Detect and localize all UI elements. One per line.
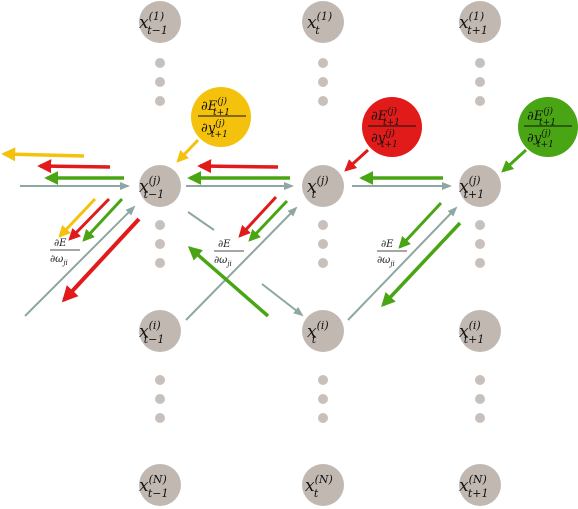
green-diag-arrow-1	[82, 197, 124, 242]
node-xj-tm1: x(j)t−1	[139, 165, 181, 207]
red-diag-arrow-2	[238, 195, 278, 238]
error-gradient-green: ∂E(j)t+1 ∂y(j)t+1	[518, 97, 578, 157]
forward-connections	[20, 182, 458, 321]
yellow-left-arrow-1	[1, 147, 85, 162]
node-xN-t: x(N)t	[302, 464, 344, 506]
node-xi-tm1: x(i)t−1	[139, 310, 181, 352]
svg-text:x(1)t−1: x(1)t−1	[139, 10, 168, 37]
red-diag-arrow-1	[68, 197, 111, 241]
xj-tm1-to-xi-t-arrow-2	[261, 283, 304, 317]
green-gradient-arrow	[501, 148, 528, 173]
node-xN-tm1: x(N)t−1	[139, 464, 181, 506]
green-diag-arrow-3	[398, 201, 443, 249]
yellow-diag-arrow	[58, 197, 97, 238]
svg-text:x(N)t: x(N)t	[305, 473, 333, 500]
svg-text:∂ωji: ∂ωji	[50, 254, 68, 267]
yellow-gradient-arrow	[176, 138, 200, 163]
red-diag-arrow-long	[61, 217, 141, 303]
svg-text:x(i)t: x(i)t	[307, 319, 329, 346]
error-gradient-yellow: ∂E(j)t+1 ∂y(j)t+1	[191, 87, 251, 147]
xi-t-to-xj-tp1-arrow	[347, 206, 458, 321]
red-left-arrow-2	[197, 159, 279, 174]
weight-gradient-label-2: ∂E ∂ωji	[214, 239, 244, 268]
svg-text:∂E(j)t+1: ∂E(j)t+1	[371, 106, 400, 128]
backprop-arrows	[1, 138, 528, 318]
weight-gradient-label-3: ∂E ∂ωji	[377, 239, 407, 268]
node-x1-tm1: x(1)t−1	[139, 1, 181, 43]
svg-text:x(1)t+1: x(1)t+1	[459, 10, 488, 37]
green-diag-arrow-cross	[187, 246, 270, 318]
svg-text:x(N)t+1: x(N)t+1	[459, 473, 488, 500]
svg-text:x(N)t−1: x(N)t−1	[139, 473, 168, 500]
svg-text:x(1)t: x(1)t	[307, 10, 332, 37]
svg-text:∂E: ∂E	[381, 239, 394, 250]
node-xi-t: x(i)t	[302, 310, 344, 352]
svg-text:x(i)t+1: x(i)t+1	[459, 319, 484, 346]
weight-gradient-label-1: ∂E ∂ωji	[50, 238, 80, 267]
xi-tm1-to-xj-t-arrow	[185, 206, 298, 321]
svg-text:x(j)t−1: x(j)t−1	[139, 174, 164, 201]
error-gradient-red: ∂E(j)t+1 ∂y(j)t+1	[362, 97, 422, 157]
node-xj-t: x(j)t	[302, 165, 344, 207]
svg-text:∂E(j)t+1: ∂E(j)t+1	[201, 96, 230, 118]
svg-text:x(i)t−1: x(i)t−1	[139, 319, 164, 346]
xj-tm1-to-xi-t-arrow	[187, 211, 215, 231]
svg-text:∂E: ∂E	[218, 239, 231, 250]
green-diag-arrow-long	[381, 221, 462, 308]
node-xi-tp1: x(i)t+1	[459, 310, 501, 352]
node-x1-tp1: x(1)t+1	[459, 1, 501, 43]
svg-text:∂y(j)t+1: ∂y(j)t+1	[371, 128, 398, 150]
svg-text:∂E: ∂E	[54, 238, 67, 249]
svg-text:x(j)t: x(j)t	[307, 174, 329, 201]
node-xN-tp1: x(N)t+1	[459, 464, 501, 506]
svg-text:∂y(j)t+1: ∂y(j)t+1	[527, 128, 554, 150]
svg-text:∂y(j)t+1: ∂y(j)t+1	[201, 118, 228, 140]
svg-text:x(j)t+1: x(j)t+1	[459, 174, 484, 201]
red-gradient-arrow	[344, 148, 370, 172]
node-x1-t: x(1)t	[302, 1, 344, 43]
nodes: x(1)t−1 x(1)t x(1)t+1 x(j)t−1 x(j)t x(j)…	[139, 1, 501, 506]
input-to-xj-tm1-diag-arrow	[24, 205, 136, 317]
svg-text:∂E(j)t+1: ∂E(j)t+1	[527, 106, 556, 128]
node-xj-tp1: x(j)t+1	[459, 165, 501, 207]
red-left-arrow-1	[37, 159, 111, 174]
svg-text:∂ωji: ∂ωji	[214, 255, 232, 268]
ellipsis-dots	[155, 58, 485, 423]
svg-text:∂ωji: ∂ωji	[377, 255, 395, 268]
green-diag-arrow-2	[248, 199, 289, 242]
